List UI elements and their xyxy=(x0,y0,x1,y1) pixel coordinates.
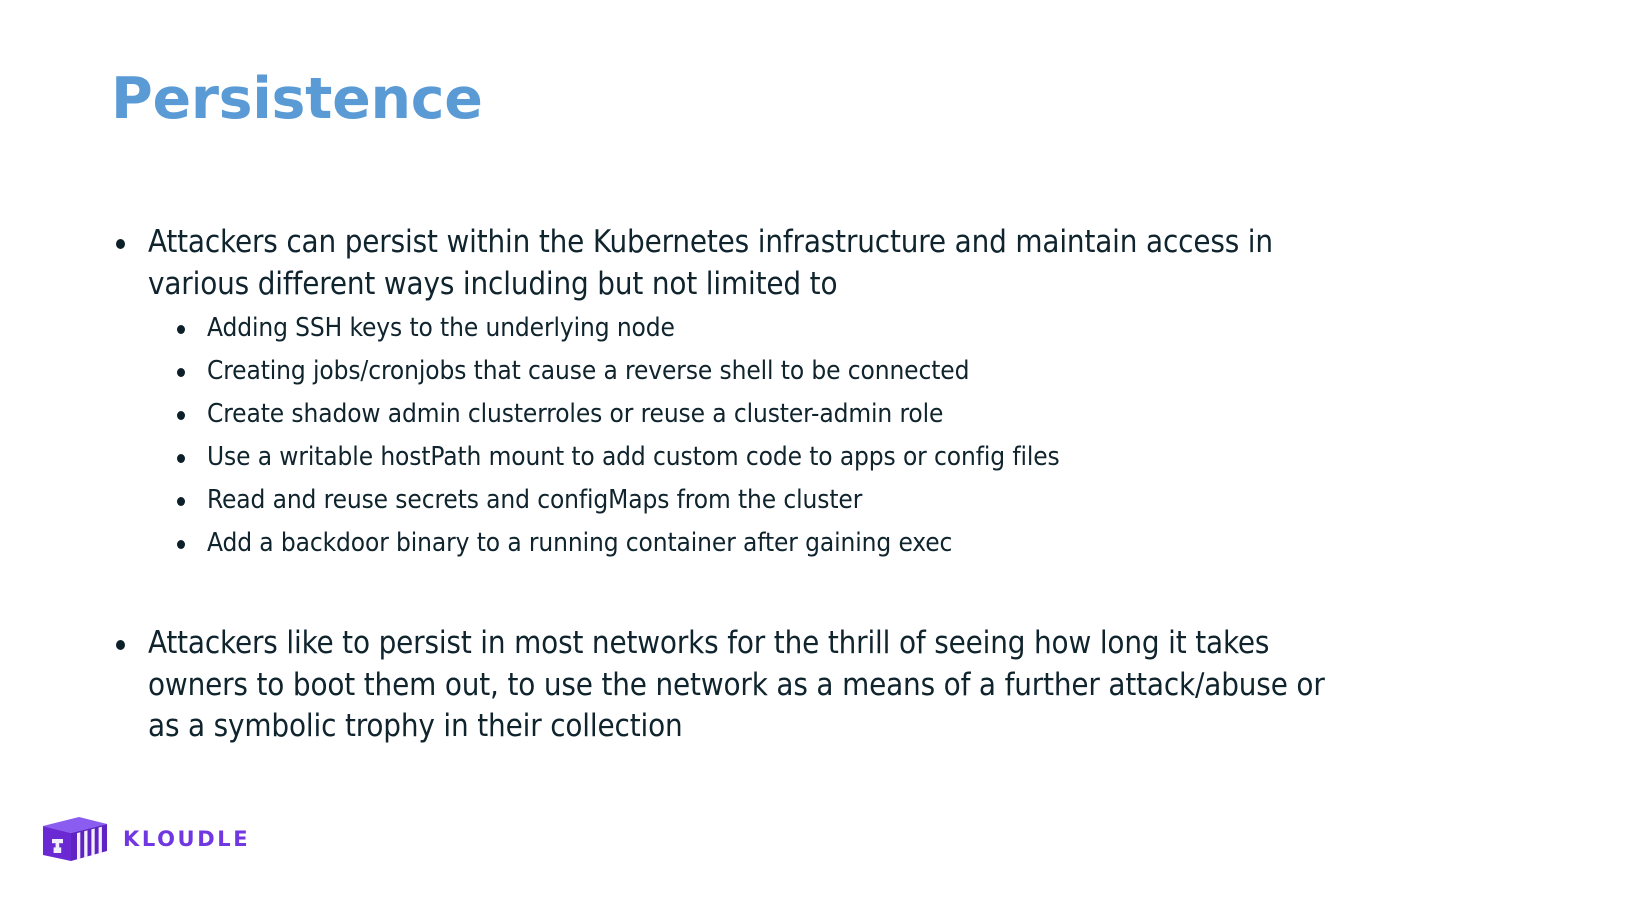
sub-bullet-item: Creating jobs/cronjobs that cause a reve… xyxy=(148,354,1520,388)
sub-bullet-text: Add a backdoor binary to a running conta… xyxy=(207,528,953,558)
sub-bullet-item: Use a writable hostPath mount to add cus… xyxy=(148,440,1520,474)
bullet-item-primary: Attackers like to persist in most networ… xyxy=(0,623,1520,748)
bullet-item-primary: Attackers can persist within the Kuberne… xyxy=(0,222,1520,560)
shipping-container-icon xyxy=(43,817,107,861)
sub-bullet-item: Create shadow admin clusterroles or reus… xyxy=(148,397,1520,431)
sub-bullet-text: Create shadow admin clusterroles or reus… xyxy=(207,399,944,429)
brand-name: KLOUDLE xyxy=(123,826,251,851)
bullet-group-spacer xyxy=(0,560,1520,623)
sub-bullet-text: Use a writable hostPath mount to add cus… xyxy=(207,442,1060,472)
page-title: Persistence xyxy=(111,66,483,132)
bullet-text: Attackers like to persist in most networ… xyxy=(148,625,1325,744)
sub-bullet-text: Adding SSH keys to the underlying node xyxy=(207,313,675,343)
sub-bullet-item: Add a backdoor binary to a running conta… xyxy=(148,526,1520,560)
sub-bullet-text: Read and reuse secrets and configMaps fr… xyxy=(207,485,863,515)
bullet-list-level-2: Adding SSH keys to the underlying node C… xyxy=(148,311,1520,560)
bullet-text: Attackers can persist within the Kuberne… xyxy=(148,224,1273,302)
sub-bullet-item: Read and reuse secrets and configMaps fr… xyxy=(148,483,1520,517)
brand-logo: KLOUDLE xyxy=(41,815,250,863)
sub-bullet-text: Creating jobs/cronjobs that cause a reve… xyxy=(207,356,970,386)
slide-body: Attackers can persist within the Kuberne… xyxy=(0,222,1520,748)
sub-bullet-item: Adding SSH keys to the underlying node xyxy=(148,311,1520,345)
bullet-list-level-1: Attackers can persist within the Kuberne… xyxy=(0,222,1520,748)
